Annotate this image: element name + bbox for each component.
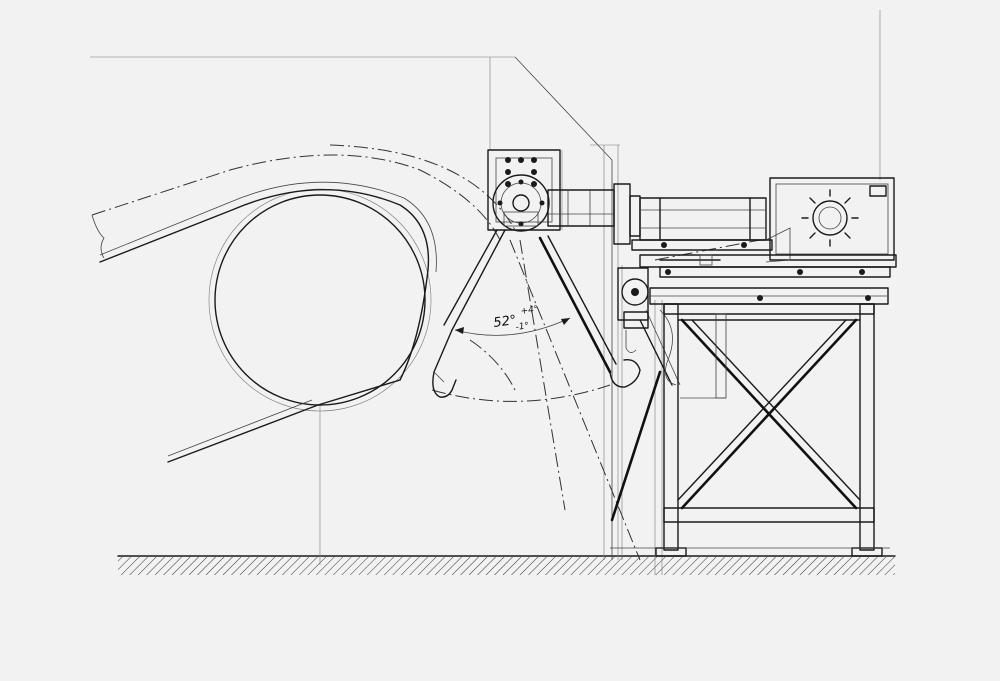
base-rail [610, 254, 890, 549]
support-stand [649, 287, 889, 557]
scraper-arm-working [538, 235, 681, 522]
belt-drum [91, 154, 501, 463]
angle-dimension: 52° +4° -1° [454, 305, 571, 336]
gearbox [639, 177, 897, 278]
angle-tolerance-upper: +4° [520, 305, 539, 317]
drive-shaft [547, 183, 773, 251]
angle-value: 52° [492, 313, 517, 331]
lower-pivot [617, 267, 677, 386]
ground-floor [117, 555, 896, 575]
scraper-arm-left [432, 229, 506, 398]
swing-arcs [329, 144, 761, 561]
angle-tolerance-lower: -1° [515, 321, 530, 333]
building-outline [90, 10, 881, 575]
